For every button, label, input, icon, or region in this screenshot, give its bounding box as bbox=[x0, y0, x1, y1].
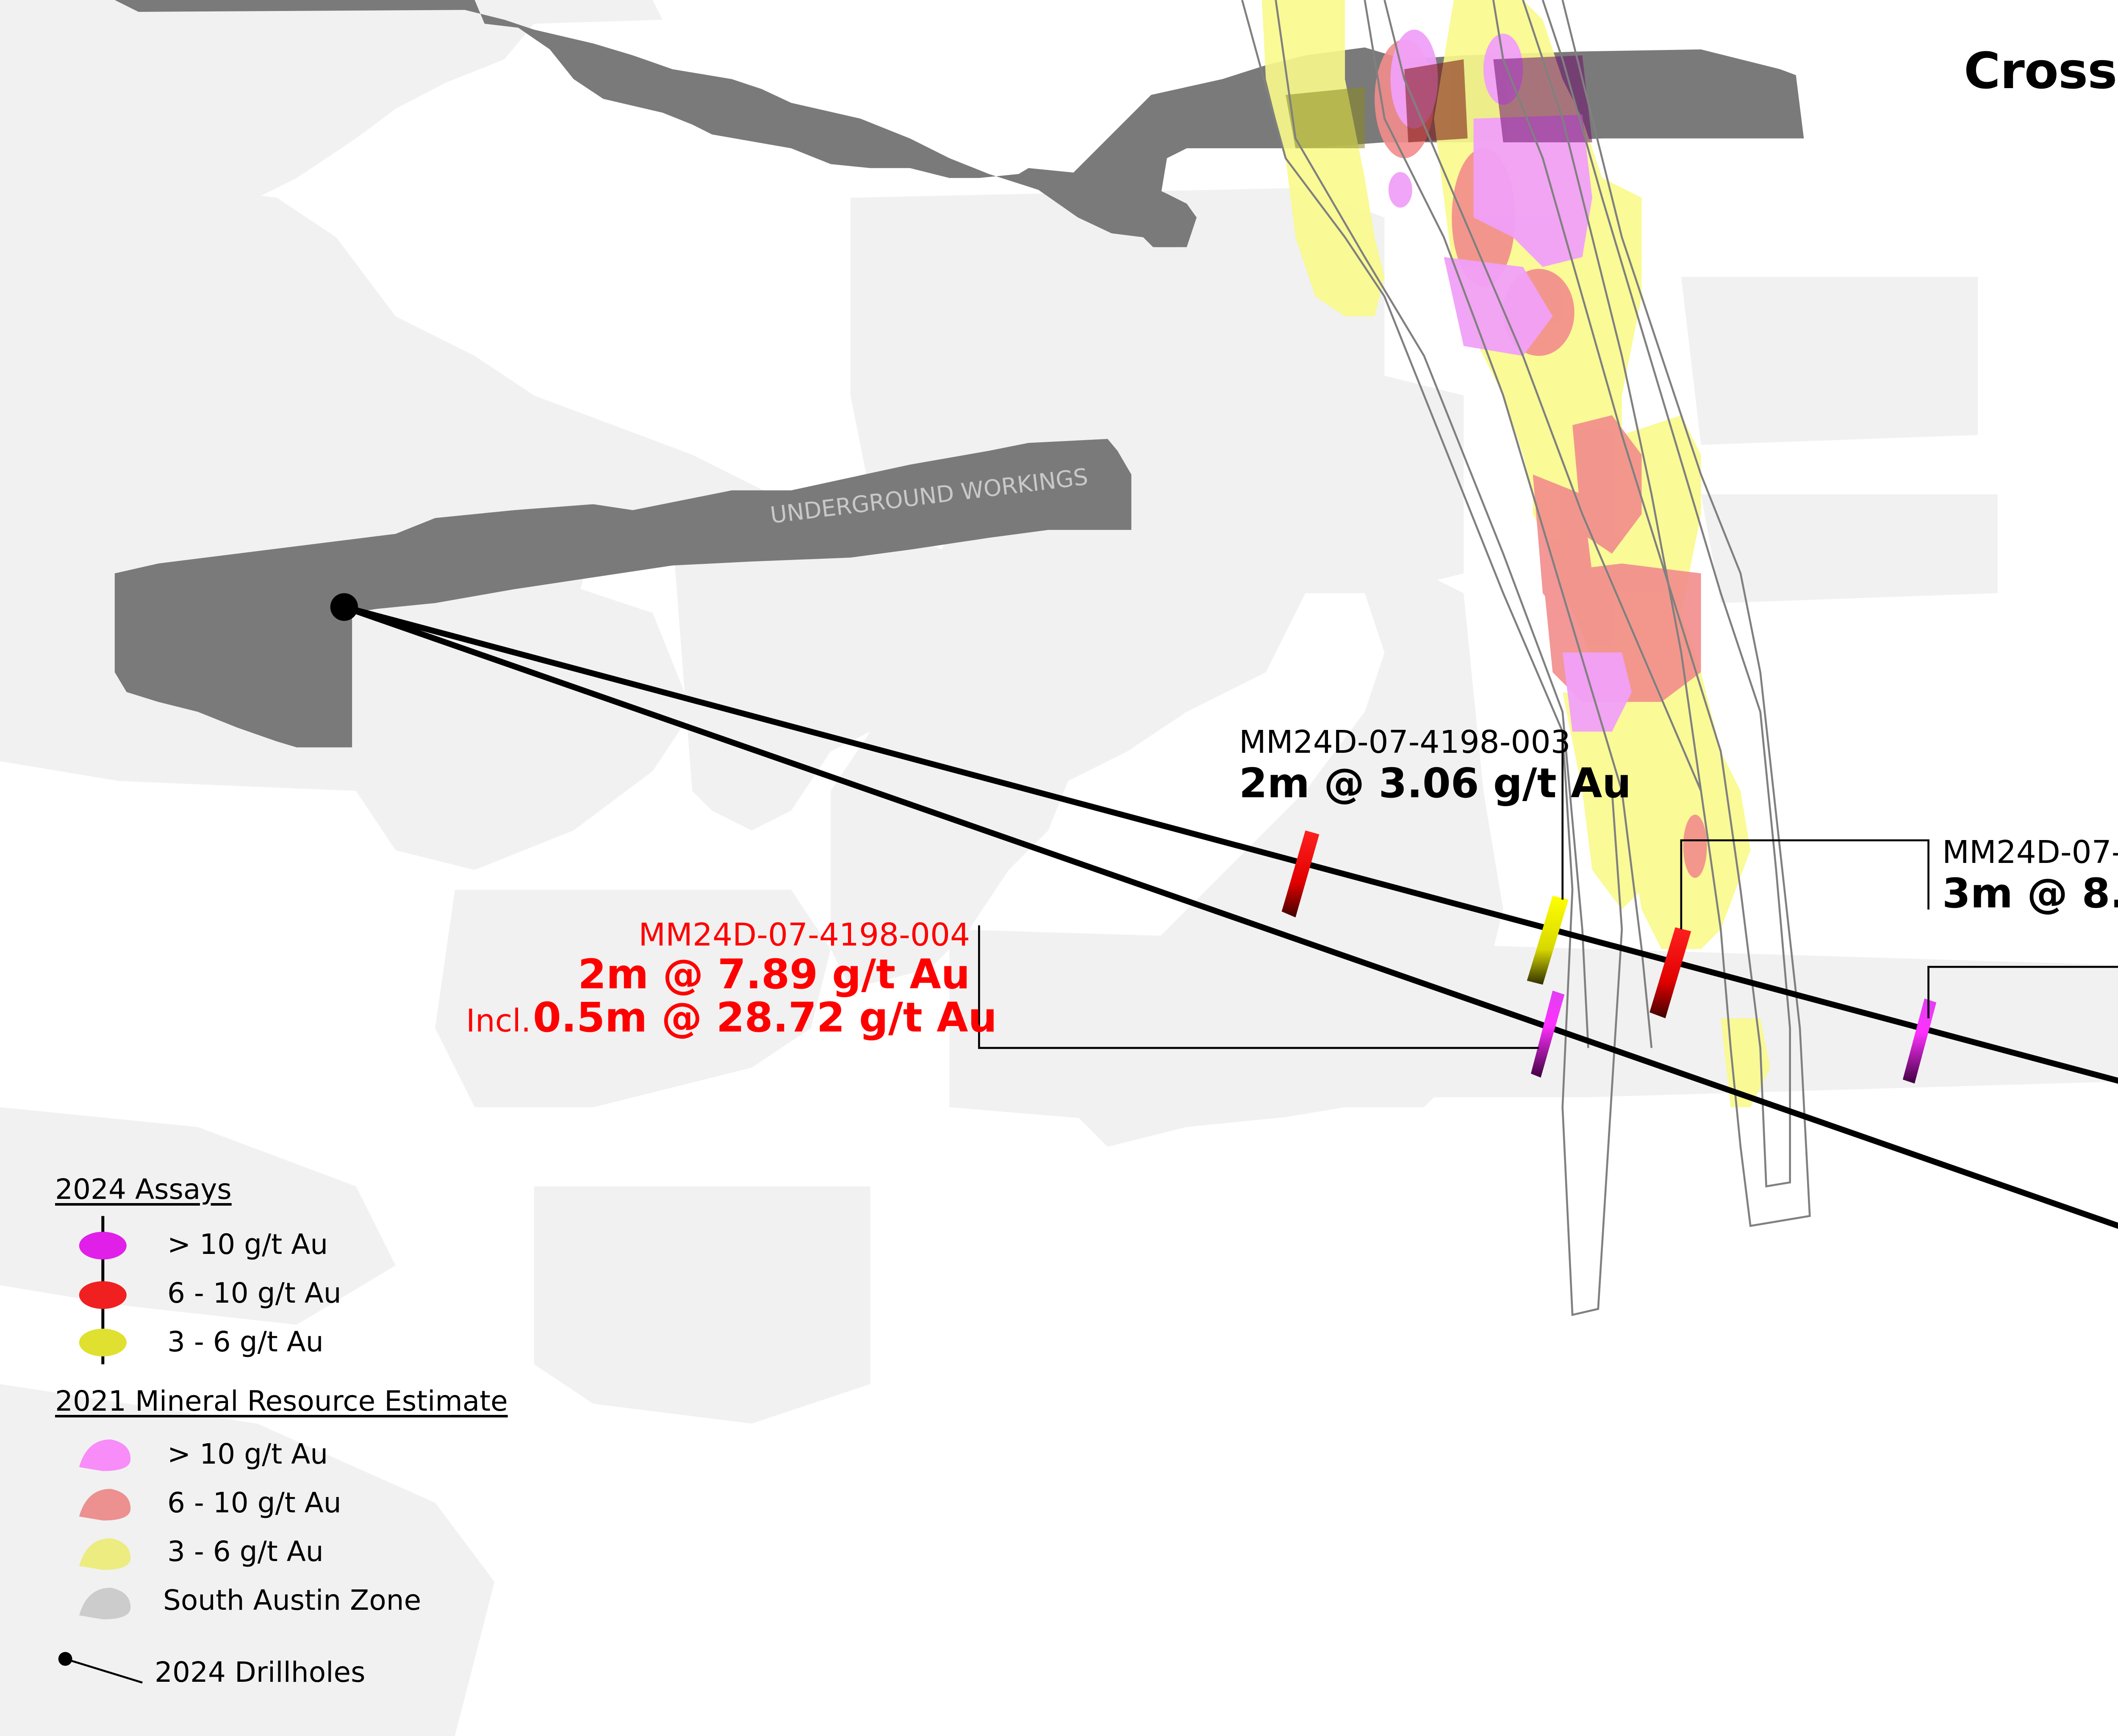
legend-mre-gt10: > 10 g/t Au bbox=[167, 1438, 328, 1470]
legend-symbols bbox=[58, 1216, 143, 1684]
assay-red-1 bbox=[1281, 830, 1320, 918]
legend-mre-gt10-icon bbox=[79, 1439, 131, 1471]
title-bold: Cross Section 2 Map bbox=[1964, 42, 2118, 100]
legend-assay-6-10-icon bbox=[79, 1281, 127, 1309]
intercept-incl-value: 0.5m @ 28.72 g/t Au bbox=[532, 994, 997, 1041]
intercept-label-2: MM24D-07-4198-003 3m @ 8.37 g/t Au bbox=[1942, 837, 2118, 914]
assay-magenta-1 bbox=[1530, 990, 1565, 1078]
legend-mre-3-6: 3 - 6 g/t Au bbox=[167, 1535, 324, 1568]
drillhole-traces bbox=[343, 604, 2118, 1229]
drillhole-003-trace bbox=[343, 604, 2118, 1084]
legend-assay-6-10: 6 - 10 g/t Au bbox=[167, 1277, 341, 1309]
assay-magenta-2 bbox=[1902, 998, 1937, 1084]
legend-mre-heading: 2021 Mineral Resource Estimate bbox=[55, 1385, 508, 1417]
drillhole-collar bbox=[330, 593, 358, 621]
legend-mre-6-10: 6 - 10 g/t Au bbox=[167, 1486, 341, 1519]
legend-drillholes: 2024 Drillholes bbox=[155, 1656, 366, 1689]
intercept-hole-id: MM24D-07-4198-003 bbox=[1239, 724, 1571, 760]
intercept-value: 2m @ 3.06 g/t Au bbox=[1239, 760, 1631, 807]
legend-assay-3-6: 3 - 6 g/t Au bbox=[167, 1326, 324, 1358]
legend-mre-6-10-icon bbox=[79, 1489, 131, 1521]
legend-assay-3-6-icon bbox=[79, 1328, 127, 1356]
intercept-value: 2m @ 7.89 g/t Au bbox=[578, 951, 970, 998]
intercept-incl-prefix: Incl. bbox=[466, 1003, 531, 1039]
legend-south-austin-zone: South Austin Zone bbox=[163, 1584, 421, 1617]
assay-intervals bbox=[1281, 830, 1937, 1084]
legend-assay-gt10-icon bbox=[79, 1231, 127, 1260]
assay-yellow-1 bbox=[1527, 896, 1569, 985]
intercept-label-1: MM24D-07-4198-003 2m @ 3.06 g/t Au bbox=[1239, 724, 1631, 807]
map-title: Cross Section 2 Map 2024 South Austin Dr… bbox=[1964, 46, 2118, 96]
intercept-hole-id: MM24D-07-4198-004 bbox=[638, 917, 970, 953]
intercept-label-3: MM24D-07-4198-004 2m @ 7.89 g/t Au Incl.… bbox=[466, 917, 997, 1039]
leader-lines bbox=[978, 731, 2118, 1049]
overlap-shading bbox=[1286, 55, 1592, 149]
drillhole-004-trace bbox=[343, 604, 2118, 1229]
intercept-value: 3m @ 8.37 g/t Au bbox=[1942, 870, 2118, 917]
legend-drillhole-icon bbox=[58, 1652, 72, 1666]
legend-assays-heading: 2024 Assays bbox=[55, 1173, 232, 1206]
assay-red-2 bbox=[1649, 927, 1691, 1018]
legend-mre-3-6-icon bbox=[79, 1538, 131, 1570]
intercept-incl-row: Incl. 0.5m @ 28.72 g/t Au bbox=[466, 997, 997, 1039]
intercept-hole-id: MM24D-07-4198-003 bbox=[1942, 834, 2118, 871]
wireframe-outlines bbox=[1241, 0, 1811, 1316]
legend-assay-gt10: > 10 g/t Au bbox=[167, 1228, 328, 1261]
legend-south-austin-icon bbox=[79, 1587, 131, 1620]
